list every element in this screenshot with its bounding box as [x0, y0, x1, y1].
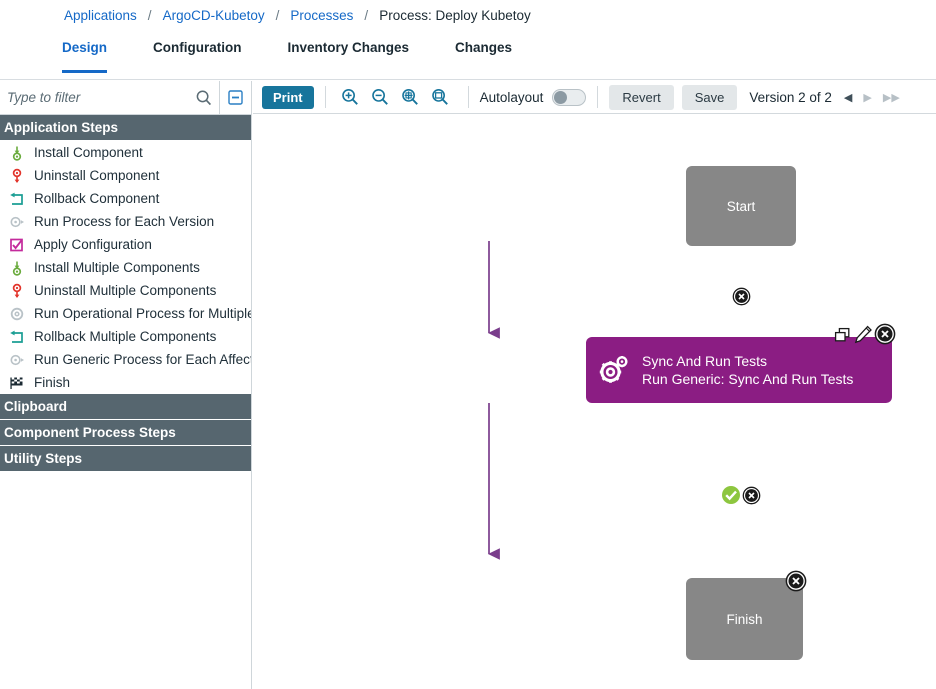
zoom-fit-button[interactable]: [397, 84, 423, 110]
run-process-each-version-icon: [8, 213, 26, 231]
step-rollback-multiple-components[interactable]: Rollback Multiple Components: [0, 325, 251, 348]
install-multiple-components-icon: [8, 259, 26, 277]
step-label: Finish: [34, 375, 71, 390]
diagram-node-start[interactable]: Start: [686, 166, 796, 246]
step-install-component[interactable]: Install Component: [0, 141, 251, 164]
run-generic-process-icon: [8, 351, 26, 369]
autolayout-toggle[interactable]: [552, 88, 587, 106]
node-subtitle: Run Generic: Sync And Run Tests: [642, 371, 854, 387]
step-label: Run Process for Each Version: [34, 214, 215, 229]
delete-step-icon[interactable]: [874, 323, 896, 345]
step-label: Uninstall Component: [34, 168, 160, 183]
step-label: Run Generic Process for Each Affect: [34, 352, 251, 367]
step-apply-configuration[interactable]: Apply Configuration: [0, 233, 251, 256]
diagram-node-sync-and-run-tests[interactable]: Sync And Run Tests Run Generic: Sync And…: [586, 337, 892, 403]
prev-version-arrow[interactable]: ◀: [843, 91, 853, 104]
sidebar-section-clipboard[interactable]: Clipboard: [0, 394, 251, 420]
breadcrumb-separator: /: [364, 7, 369, 23]
breadcrumb-item-argocd-kubetoy[interactable]: ArgoCD-Kubetoy: [162, 7, 265, 23]
autolayout-label: Autolayout: [479, 89, 544, 105]
application-steps-list: Install Component Uninstall Component: [0, 141, 251, 394]
edit-step-icon[interactable]: [854, 325, 873, 344]
step-label: Rollback Component: [34, 191, 160, 206]
rollback-component-icon: [8, 190, 26, 208]
collapse-panel-icon[interactable]: [219, 81, 251, 114]
tab-inventory-changes[interactable]: Inventory Changes: [287, 40, 410, 55]
diagram-node-finish[interactable]: Finish: [686, 578, 803, 660]
step-uninstall-multiple-components[interactable]: Uninstall Multiple Components: [0, 279, 251, 302]
breadcrumb-item-applications[interactable]: Applications: [64, 7, 137, 23]
process-diagram-canvas[interactable]: Start: [253, 114, 936, 689]
last-version-arrow[interactable]: ▶▶: [882, 91, 900, 104]
tab-bar: Design Configuration Inventory Changes C…: [0, 36, 936, 80]
step-run-generic-process-each-affected[interactable]: Run Generic Process for Each Affect: [0, 348, 251, 371]
node-title: Sync And Run Tests: [642, 353, 768, 369]
step-run-process-each-version[interactable]: Run Process for Each Version: [0, 210, 251, 233]
step-install-multiple-components[interactable]: Install Multiple Components: [0, 256, 251, 279]
install-component-icon: [8, 144, 26, 162]
delete-edge-icon[interactable]: [742, 486, 761, 505]
sidebar-section-application-steps[interactable]: Application Steps: [0, 115, 251, 141]
zoom-actual-size-button[interactable]: [427, 84, 453, 110]
zoom-in-button[interactable]: [337, 84, 363, 110]
save-button[interactable]: Save: [681, 84, 738, 110]
copy-step-icon[interactable]: [834, 327, 851, 344]
step-label: Install Multiple Components: [34, 260, 200, 275]
run-operational-process-icon: [8, 305, 26, 323]
sidebar-section-component-process-steps[interactable]: Component Process Steps: [0, 420, 251, 446]
delete-edge-icon[interactable]: [732, 287, 751, 306]
tab-configuration[interactable]: Configuration: [153, 40, 242, 55]
generic-process-gear-icon: [599, 356, 629, 384]
step-rollback-component[interactable]: Rollback Component: [0, 187, 251, 210]
step-label: Uninstall Multiple Components: [34, 283, 217, 298]
search-icon[interactable]: [188, 81, 219, 114]
uninstall-multiple-components-icon: [8, 282, 26, 300]
toolbar-divider: [324, 86, 326, 108]
version-label: Version 2 of 2: [749, 89, 832, 105]
breadcrumb-separator: /: [275, 7, 280, 23]
breadcrumb-separator: /: [147, 7, 152, 23]
node-text-block: Sync And Run Tests Run Generic: Sync And…: [642, 352, 853, 388]
node-label: Start: [726, 198, 756, 214]
zoom-out-button[interactable]: [367, 84, 393, 110]
search-input[interactable]: [0, 81, 188, 114]
steps-palette-sidebar: Application Steps Install Component: [0, 81, 252, 689]
finish-flag-icon: [8, 374, 26, 392]
success-condition-icon[interactable]: [721, 485, 741, 505]
step-label: Install Component: [34, 145, 143, 160]
toggle-knob: [554, 90, 568, 104]
node-label: Finish: [726, 611, 763, 627]
designer-toolbar: Print: [253, 81, 936, 114]
apply-configuration-icon: [8, 236, 26, 254]
step-label: Apply Configuration: [34, 237, 152, 252]
delete-step-icon[interactable]: [785, 570, 807, 592]
step-uninstall-component[interactable]: Uninstall Component: [0, 164, 251, 187]
rollback-multiple-components-icon: [8, 328, 26, 346]
step-run-operational-process-multiple[interactable]: Run Operational Process for Multiple: [0, 302, 251, 325]
revert-button[interactable]: Revert: [609, 84, 674, 110]
tab-changes[interactable]: Changes: [455, 40, 513, 55]
breadcrumb: Applications / ArgoCD-Kubetoy / Processe…: [0, 0, 936, 30]
filter-row: [0, 81, 251, 115]
step-finish[interactable]: Finish: [0, 371, 251, 394]
step-label: Rollback Multiple Components: [34, 329, 217, 344]
breadcrumb-item-processes[interactable]: Processes: [290, 7, 354, 23]
step-label: Run Operational Process for Multiple: [34, 306, 251, 321]
breadcrumb-item-current: Process: Deploy Kubetoy: [379, 7, 531, 23]
tab-design[interactable]: Design: [62, 36, 108, 73]
next-version-arrow[interactable]: ▶: [863, 91, 872, 104]
toolbar-divider: [467, 86, 469, 108]
toolbar-divider: [597, 86, 599, 108]
print-button[interactable]: Print: [262, 85, 314, 109]
uninstall-component-icon: [8, 167, 26, 185]
sidebar-section-utility-steps[interactable]: Utility Steps: [0, 446, 251, 472]
